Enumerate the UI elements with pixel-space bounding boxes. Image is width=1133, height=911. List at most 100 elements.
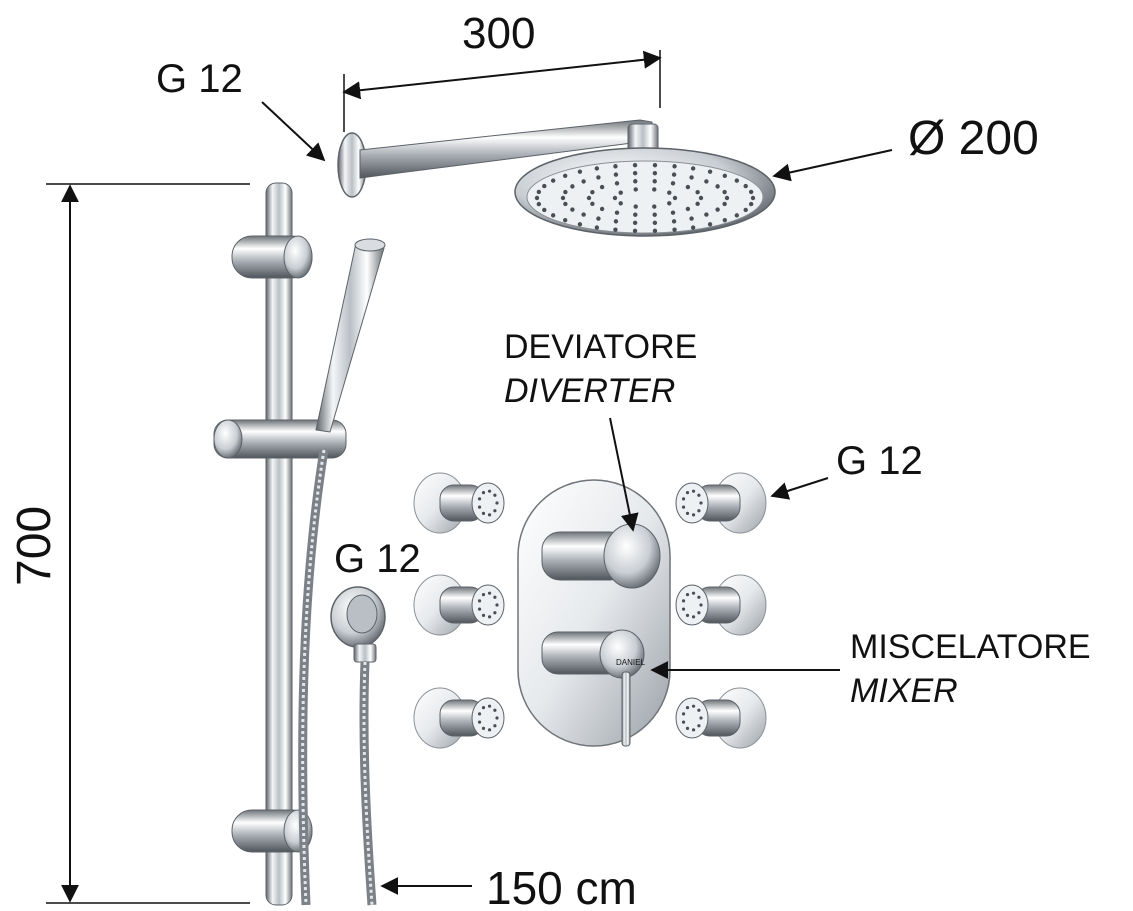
shower-hose <box>298 449 329 906</box>
nozzle-dot <box>689 175 694 180</box>
nozzle-dot <box>570 207 575 212</box>
nozzle-dot <box>596 216 601 221</box>
shower-head-nozzles <box>534 162 756 234</box>
jet-nozzle-dot <box>495 501 499 505</box>
mixer-lever <box>621 671 631 747</box>
jet-nozzle-dot <box>487 704 492 708</box>
nozzle-dot <box>671 172 677 177</box>
jet-nozzle-dot <box>477 720 482 724</box>
body-jet <box>675 472 767 534</box>
body-jet-thread-label: G 12 <box>836 439 923 483</box>
top-bracket-cap <box>283 235 313 279</box>
jet-nozzle-dot <box>481 491 486 495</box>
jet-nozzle-dot <box>691 615 696 619</box>
jet-nozzle-dot <box>697 611 701 615</box>
nozzle-dot <box>613 164 618 169</box>
jet-nozzle-dot <box>481 511 486 515</box>
head-diameter-label: Ø 200 <box>908 112 1039 165</box>
jet-nozzle-dot <box>493 509 497 513</box>
jet-nozzle-dot <box>481 706 486 710</box>
hose-outlet-thread-label: G 12 <box>334 537 421 581</box>
jet-face <box>471 584 505 626</box>
valve-unit: DANIEL <box>517 479 671 747</box>
nozzle-dot <box>715 184 720 189</box>
nozzle-dot <box>590 201 595 207</box>
diverter-label-en: DIVERTER <box>504 372 675 410</box>
nozzle-dot <box>690 166 696 171</box>
nozzle-dot <box>743 183 748 189</box>
jet-nozzle-dot <box>487 615 492 619</box>
mixer-knob <box>599 629 645 679</box>
jet-nozzle-dot <box>685 726 690 730</box>
nozzle-dot <box>707 169 713 174</box>
nozzle-dot <box>542 183 547 189</box>
jet-nozzle-dot <box>699 716 703 720</box>
jet-nozzle-dot <box>699 501 703 505</box>
hand-shower-face <box>354 238 386 252</box>
nozzle-dot <box>695 201 700 207</box>
jet-nozzle-dot <box>681 607 686 611</box>
slider-holder-knob <box>213 419 243 459</box>
nozzle-dot <box>722 173 728 178</box>
jet-nozzle-dot <box>493 611 497 615</box>
nozzle-dot <box>612 195 618 201</box>
diverter-knob <box>603 523 661 589</box>
nozzle-dot <box>632 228 638 234</box>
jet-nozzle-dot <box>691 591 696 595</box>
nozzle-dot <box>652 170 658 176</box>
nozzle-dot <box>590 189 595 195</box>
nozzle-dot <box>750 195 756 201</box>
nozzle-dot <box>633 187 638 192</box>
bar-height-label: 700 <box>8 506 61 586</box>
nozzle-dot <box>550 213 556 218</box>
nozzle-dot <box>715 207 720 212</box>
jet-nozzle-dot <box>685 511 690 515</box>
nozzle-dot <box>581 179 586 184</box>
jet-nozzle-dot <box>681 720 686 724</box>
mixer-label-it: MISCELATORE <box>850 628 1091 666</box>
nozzle-dot <box>748 201 754 207</box>
jet-nozzle-dot <box>495 716 499 720</box>
wall-outlet-opening <box>346 594 378 634</box>
nozzle-dot <box>672 164 677 169</box>
nozzle-dot <box>690 225 696 230</box>
body-jet <box>413 687 505 749</box>
nozzle-dot <box>594 166 600 171</box>
brand-mark: DANIEL <box>616 658 645 667</box>
nozzle-dot <box>704 179 709 184</box>
jet-nozzle-dot <box>487 489 492 493</box>
nozzle-dot <box>534 195 540 201</box>
jet-nozzle-dot <box>697 595 701 599</box>
nozzle-dot <box>704 212 709 217</box>
nozzle-dot <box>671 219 677 224</box>
nozzle-dot <box>596 175 601 180</box>
cover-plate <box>517 479 671 747</box>
nozzle-dot <box>599 184 605 190</box>
jet-nozzle-dot <box>477 712 482 716</box>
nozzle-dot <box>652 162 658 168</box>
jet-nozzle-dot <box>691 704 696 708</box>
jet-nozzle-dot <box>487 591 492 595</box>
arm-dimension-line <box>342 50 662 100</box>
nozzle-dot <box>550 178 556 183</box>
nozzle-dot <box>707 222 713 227</box>
arm-wall-thread-label: G 12 <box>156 57 243 101</box>
slide-rail <box>265 182 293 906</box>
hand-shower-body <box>315 242 385 433</box>
nozzle-dot <box>632 170 638 176</box>
jet-nozzle-dot <box>685 613 690 617</box>
diverter-leader <box>609 417 639 532</box>
mixer-label-en: MIXER <box>850 672 958 710</box>
nozzle-dot <box>536 189 542 195</box>
jet-nozzle-dot <box>477 505 482 509</box>
nozzle-dot <box>743 207 748 213</box>
jet-nozzle-dot <box>697 509 701 513</box>
nozzle-dot <box>672 227 677 232</box>
nozzle-dot <box>652 204 657 209</box>
jet-nozzle-dot <box>481 593 486 597</box>
nozzle-dot <box>613 219 619 224</box>
overhead-shower <box>337 119 776 237</box>
jet-face <box>675 482 709 524</box>
body-jet <box>675 574 767 636</box>
